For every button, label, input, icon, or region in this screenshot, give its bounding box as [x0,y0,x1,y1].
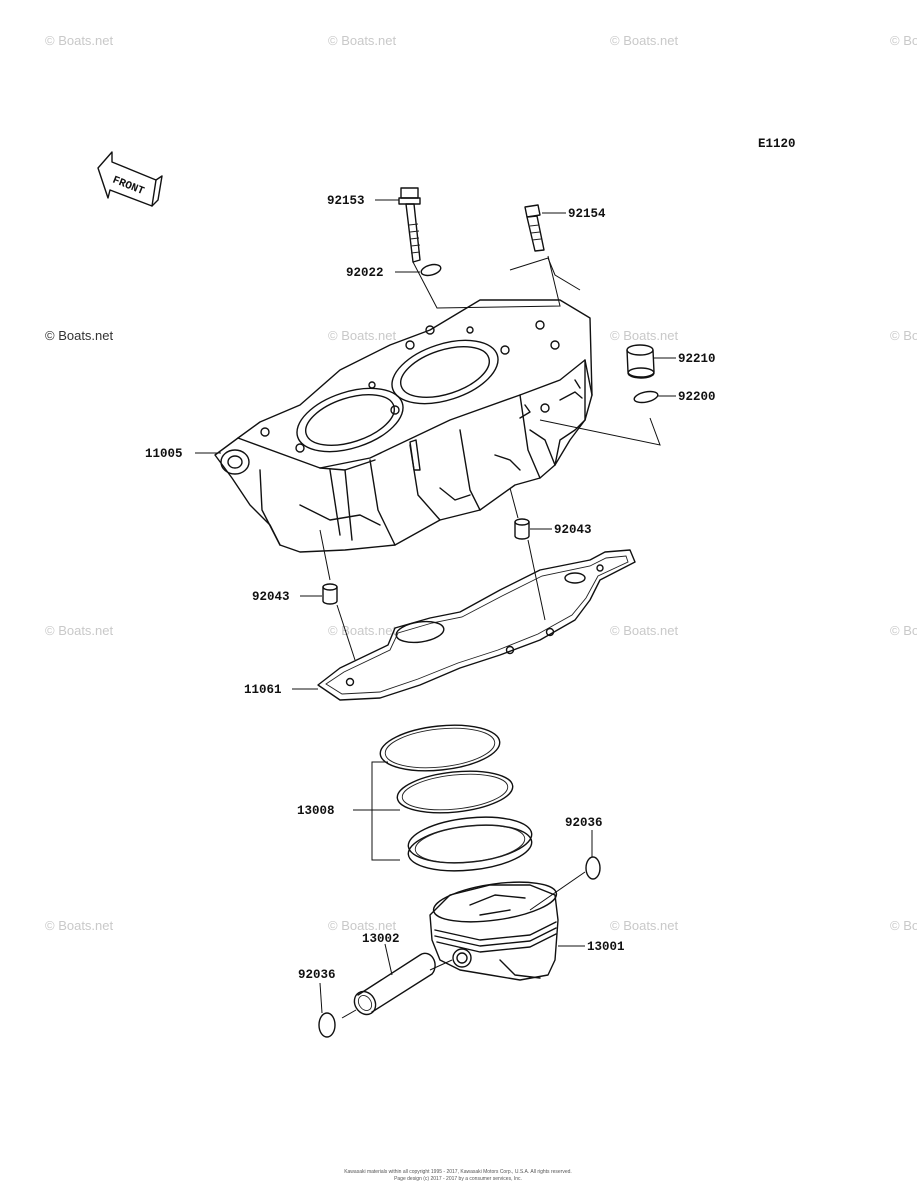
part-label: 11005 [145,447,183,461]
part-label: 92036 [298,968,336,982]
guide-line [529,871,586,911]
part-label: 92022 [346,266,384,280]
watermark: © Boats.net [45,328,114,343]
watermark: © Boats.net [328,918,397,933]
watermark: © Boats.net [610,623,679,638]
front-arrow-label: FRONT [111,175,146,199]
guide-line [319,529,356,661]
part-label: 13008 [297,804,335,818]
gasket-11061 [317,549,636,701]
watermark: © Boats.net [610,918,679,933]
cylinder-block-11005 [214,299,593,553]
guide-line [539,417,661,446]
bracket-13008 [353,761,400,861]
part-label: 92043 [252,590,290,604]
part-label: 92154 [568,207,606,221]
washer-92200 [633,390,659,404]
guide-line [341,1009,357,1019]
guide-line [509,487,546,621]
part-label: 11061 [244,683,282,697]
copyright-line: Page design (c) 2017 - 2017 by a consume… [394,1176,522,1182]
callout-leaders [195,199,676,1014]
piston-pin-13002 [353,952,436,1016]
part-label: 13002 [362,932,400,946]
part-label: 92036 [565,816,603,830]
guide-line [429,959,453,971]
watermark: © Boats.net [328,623,397,638]
bolt-guide-line [509,257,581,291]
front-arrow-icon: FRONT [97,151,163,207]
diagram-code: E1120 [758,137,796,151]
watermark: © Boats.net [890,33,917,48]
part-label: 92153 [327,194,365,208]
callout-labels: 92153 92154 92022 92210 92200 11005 9204… [145,194,716,982]
watermark: © Boats.net [890,623,917,638]
circlip-92036-left [318,1012,336,1038]
dowel-92043-left [322,583,338,605]
piston-13001 [429,881,559,981]
watermark: © Boats.net [328,328,397,343]
bolt-guide-line [412,255,561,309]
part-label: 13001 [587,940,625,954]
circlip-92036-right [585,856,601,880]
piston-rings-13008 [379,724,533,872]
watermark: © Boats.net [328,33,397,48]
watermark: © Boats.net [45,623,114,638]
washer-92022 [420,263,442,277]
watermark: © Boats.net [610,33,679,48]
part-label: 92210 [678,352,716,366]
part-label: 92200 [678,390,716,404]
watermark: © Boats.net [45,33,114,48]
watermarks: © Boats.net © Boats.net © Boats.net © Bo… [45,33,917,933]
dowel-92043-right [514,518,530,540]
bolt-92153 [398,187,421,263]
watermark: © Boats.net [890,918,917,933]
part-label: 92043 [554,523,592,537]
watermark: © Boats.net [890,328,917,343]
bolt-92154 [524,204,545,252]
bushing-92210 [626,344,655,379]
copyright-line: Kawasaki materials within all copyright … [344,1169,572,1175]
watermark: © Boats.net [45,918,114,933]
watermark: © Boats.net [610,328,679,343]
